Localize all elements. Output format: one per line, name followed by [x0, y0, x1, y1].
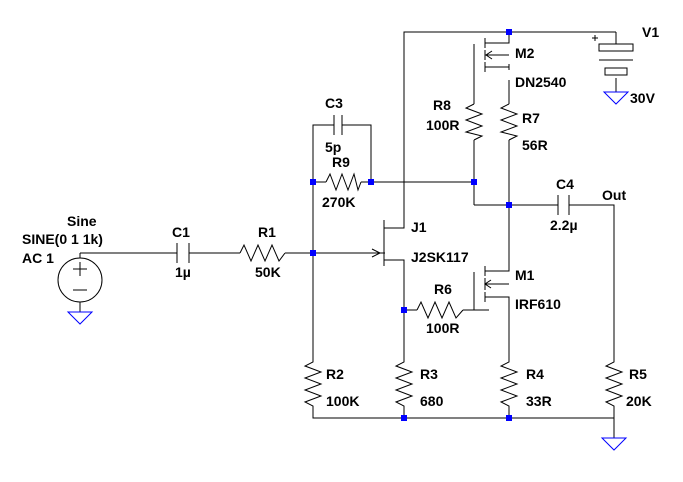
junction-dot: [310, 250, 316, 256]
resistor-r1[interactable]: [239, 243, 286, 263]
junction-dot: [310, 179, 316, 185]
r7-name: R7: [522, 110, 540, 126]
capacitor-c4[interactable]: [557, 195, 570, 215]
r2-name: R2: [326, 366, 344, 382]
junction-dot: [506, 29, 512, 35]
junction-dot: [506, 415, 512, 421]
r6-name: R6: [434, 281, 452, 297]
source-function-label: SINE(0 1 1k): [22, 231, 103, 247]
r8-name: R8: [433, 97, 451, 113]
r6-value: 100R: [426, 320, 459, 336]
v1-value: 30V: [630, 90, 656, 106]
r8-value: 100R: [426, 117, 459, 133]
jfet-j1[interactable]: [371, 220, 405, 266]
ground-symbol-output: [600, 437, 628, 451]
c4-value: 2.2µ: [550, 217, 578, 233]
c3-name: C3: [325, 95, 343, 111]
resistor-r4[interactable]: [499, 358, 519, 412]
r5-name: R5: [629, 366, 647, 382]
m1-value: IRF610: [515, 296, 561, 312]
capacitor-c3[interactable]: [333, 115, 343, 135]
mosfet-m1[interactable]: [473, 262, 510, 318]
r4-value: 33R: [526, 393, 552, 409]
junction-dot: [368, 179, 374, 185]
source-type-label: Sine: [67, 213, 97, 229]
r3-value: 680: [420, 393, 444, 409]
r7-value: 56R: [522, 137, 548, 153]
c4-name: C4: [556, 176, 574, 192]
v1-name: V1: [642, 24, 659, 40]
junction-dot: [401, 415, 407, 421]
r2-value: 100K: [326, 393, 359, 409]
ground-symbol-source: [66, 311, 94, 325]
junction-dot: [471, 179, 477, 185]
r9-value: 270K: [322, 194, 355, 210]
capacitor-c1[interactable]: [176, 243, 190, 263]
resistor-r2[interactable]: [303, 358, 323, 412]
c1-name: C1: [172, 224, 190, 240]
output-label: Out: [602, 187, 626, 203]
m1-name: M1: [515, 267, 535, 283]
r4-name: R4: [526, 366, 544, 382]
r5-value: 20K: [626, 393, 652, 409]
r9-name: R9: [332, 154, 350, 170]
wires: [79, 31, 617, 438]
battery-v1[interactable]: [592, 35, 634, 76]
resistor-r6[interactable]: [416, 300, 464, 320]
junctions: [310, 29, 512, 421]
junction-dot: [506, 202, 512, 208]
j1-name: J1: [411, 219, 427, 235]
junction-dot: [401, 307, 407, 313]
mosfet-m2[interactable]: [473, 38, 510, 80]
source-ac-label: AC 1: [22, 250, 54, 266]
resistor-r7[interactable]: [499, 103, 519, 141]
r1-name: R1: [258, 224, 276, 240]
resistor-r9[interactable]: [325, 172, 362, 192]
ground-symbol-supply: [602, 91, 630, 105]
c3-value: 5p: [325, 139, 341, 155]
m2-name: M2: [515, 45, 535, 61]
sine-source[interactable]: [57, 257, 103, 303]
r1-value: 50K: [255, 264, 281, 280]
resistor-r5[interactable]: [604, 358, 624, 412]
j1-value: J2SK117: [411, 249, 469, 265]
resistor-r8[interactable]: [464, 103, 484, 141]
c1-value: 1µ: [175, 264, 191, 280]
resistor-r3[interactable]: [394, 358, 414, 412]
m2-value: DN2540: [515, 74, 567, 90]
r3-name: R3: [420, 366, 438, 382]
